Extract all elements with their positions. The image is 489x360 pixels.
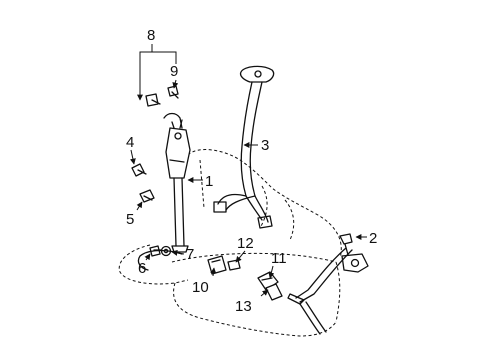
callout-12: 12: [237, 235, 254, 252]
bracket-part-12: [227, 259, 241, 271]
bolt-part-4: [131, 163, 147, 177]
callout-4: 4: [126, 134, 134, 151]
callout-7: 7: [186, 246, 194, 263]
callout-2: 2: [369, 230, 377, 247]
buckle-part-13: [265, 283, 283, 301]
outer-belt-retractor-right: [287, 233, 369, 335]
callout-11: 11: [271, 250, 287, 267]
outer-belt-retractor-left: [163, 112, 191, 253]
callout-13: 13: [235, 298, 252, 315]
callout-numbers: 1 2 3 4 5 6 7 8 9 10 11 12 13: [126, 27, 377, 315]
buckle-part-10: [207, 255, 227, 275]
leader-lines: [129, 44, 367, 297]
callout-3: 3: [261, 137, 269, 154]
callout-6: 6: [138, 260, 146, 277]
anchor-bolt-part-8: [145, 93, 161, 107]
callout-8: 8: [147, 27, 155, 44]
rear-seat-outline: [118, 149, 342, 337]
lap-belt-left: [137, 249, 183, 271]
callout-10: 10: [192, 279, 209, 296]
callout-9: 9: [170, 63, 178, 80]
bolt-part-5: [139, 189, 155, 203]
anchor-bolt-part-9: [167, 85, 179, 99]
center-belt: [213, 65, 275, 229]
callout-5: 5: [126, 211, 134, 228]
callout-1: 1: [205, 173, 213, 190]
